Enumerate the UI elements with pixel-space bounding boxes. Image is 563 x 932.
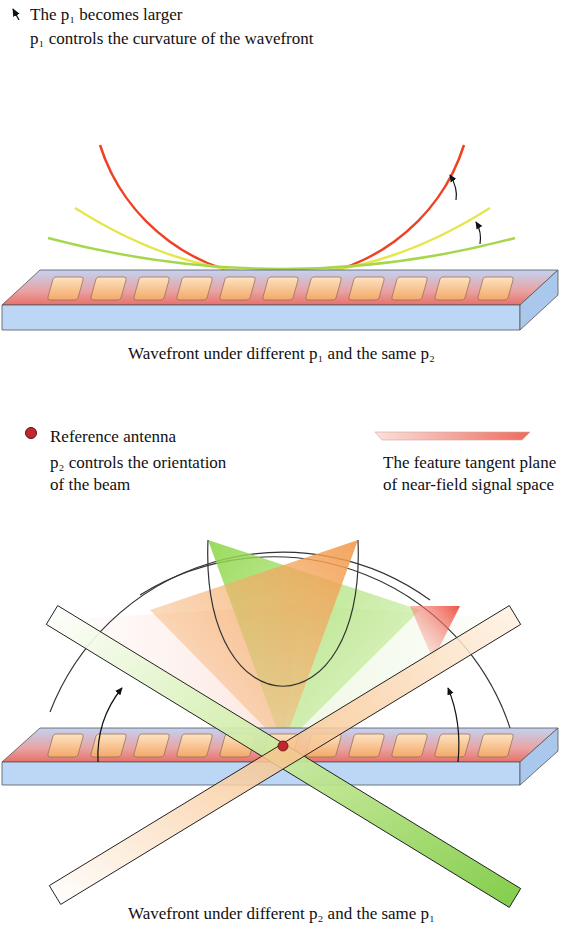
reference-antenna [278, 741, 288, 751]
antenna-element [349, 277, 385, 300]
antenna-element [220, 277, 256, 300]
antenna-element [478, 734, 514, 757]
antenna-element [91, 734, 127, 757]
antenna-element [349, 734, 385, 757]
green-wavefront-plane [46, 606, 520, 908]
antenna-element [48, 734, 84, 757]
beam-bowl [208, 540, 359, 686]
legend-dot [25, 427, 37, 439]
legend-text: The feature tangent plane of near-field … [383, 452, 558, 496]
orange-wavefront-plane [49, 606, 520, 905]
antenna-element [91, 277, 127, 300]
antenna-element [177, 277, 213, 300]
tangent-plane-swatch [375, 432, 530, 440]
orientation-arrow [98, 688, 122, 762]
orientation-arrow [448, 688, 459, 762]
antenna-element [48, 277, 84, 300]
curvature-arrow [450, 175, 456, 200]
legend-text: Reference antenna [50, 426, 300, 448]
legend-arrow-icon [13, 9, 19, 20]
antenna-element [435, 277, 471, 300]
note-text: p₂ controls the orientation of the beam [50, 452, 235, 496]
red-wavefront [100, 145, 464, 278]
antenna-element [478, 277, 514, 300]
antenna-element [134, 277, 170, 300]
antenna-element [134, 734, 170, 757]
curvature-arrow [476, 222, 481, 244]
legend-text: The p₁ becomes larger [30, 4, 430, 26]
antenna-element [435, 734, 471, 757]
antenna-array-board [2, 270, 558, 330]
antenna-element [392, 734, 428, 757]
orange-beam-wedge [150, 540, 358, 746]
antenna-element [263, 277, 299, 300]
green-wavefront [48, 238, 515, 269]
antenna-element [306, 277, 342, 300]
antenna-element [392, 277, 428, 300]
antenna-element [177, 734, 213, 757]
caption: Wavefront under different p₂ and the sam… [0, 903, 563, 925]
caption: Wavefront under different p₁ and the sam… [0, 343, 563, 365]
note-text: p₁ controls the curvature of the wavefro… [30, 28, 530, 50]
yellow-wavefront [75, 208, 490, 274]
